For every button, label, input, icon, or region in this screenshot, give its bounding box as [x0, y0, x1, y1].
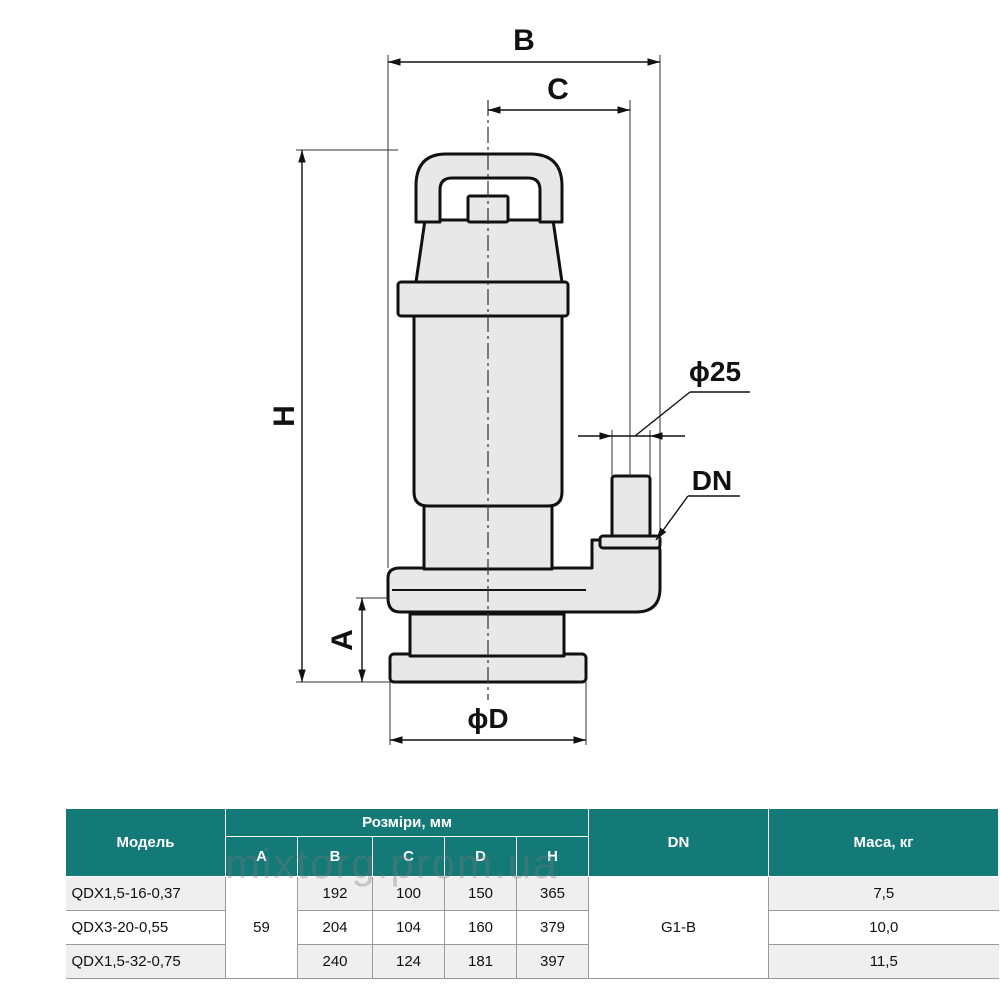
leader-dn [655, 495, 689, 541]
table-row: QDX1,5-32-0,75 240 124 181 397 11,5 [65, 944, 999, 979]
cell-c: 124 [372, 944, 445, 979]
cell-mass: 11,5 [768, 944, 999, 979]
cell-model: QDX1,5-32-0,75 [65, 944, 226, 979]
cell-b: 240 [297, 944, 373, 979]
header-c: C [372, 836, 445, 877]
cell-model: QDX1,5-16-0,37 [65, 876, 226, 911]
cell-model: QDX3-20-0,55 [65, 910, 226, 945]
pump-housing [386, 538, 662, 614]
handle [414, 152, 564, 224]
table-row: QDX1,5-16-0,37 59 192 100 150 365 G1-B 7… [65, 876, 999, 979]
pump-body [386, 152, 662, 684]
label-c: C [547, 73, 569, 106]
label-a: A [326, 629, 359, 651]
cell-mass: 7,5 [768, 876, 999, 911]
label-25: ϕ25 [689, 356, 741, 387]
header-b: B [297, 836, 373, 877]
label-dn: DN [692, 465, 732, 496]
cell-dn-shared: G1-B [588, 876, 769, 979]
cell-mass: 10,0 [768, 910, 999, 945]
header-d: D [444, 836, 517, 877]
cell-h: 397 [516, 944, 589, 979]
cell-h: 379 [516, 910, 589, 945]
base-neck [408, 612, 566, 658]
leader-25 [634, 391, 691, 437]
label-d: ϕD [467, 703, 508, 734]
label-h: H [268, 405, 301, 427]
pump-dimension-drawing: B C H A ϕD ϕ25 DN [268, 24, 750, 745]
top-cover [414, 218, 564, 284]
table-row: QDX3-20-0,55 204 104 160 379 10,0 [65, 910, 999, 945]
extension-lines [296, 55, 661, 745]
cell-d: 181 [444, 944, 517, 979]
cell-c: 104 [372, 910, 445, 945]
header-a: A [225, 836, 298, 877]
header-h: H [516, 836, 589, 877]
header-model: Модель [65, 808, 226, 877]
cell-d: 160 [444, 910, 517, 945]
cell-a-shared: 59 [225, 876, 298, 979]
header-dimensions: Розміри, мм [225, 808, 589, 837]
cell-h: 365 [516, 876, 589, 911]
top-flange [396, 280, 570, 318]
cell-b: 192 [297, 876, 373, 911]
header-mass: Маса, кг [768, 808, 999, 877]
cell-d: 150 [444, 876, 517, 911]
outlet-elbow [598, 534, 662, 550]
watermark: mixtorg.prom.ua [225, 840, 559, 887]
dimension-lines [298, 58, 750, 744]
spec-table: Модель Розміри, мм DN Маса, кг A B C D H… [65, 808, 999, 979]
header-dn: DN [588, 808, 769, 877]
discharge-pipe [610, 474, 652, 542]
label-b: B [513, 24, 535, 57]
cell-c: 100 [372, 876, 445, 911]
cell-b: 204 [297, 910, 373, 945]
